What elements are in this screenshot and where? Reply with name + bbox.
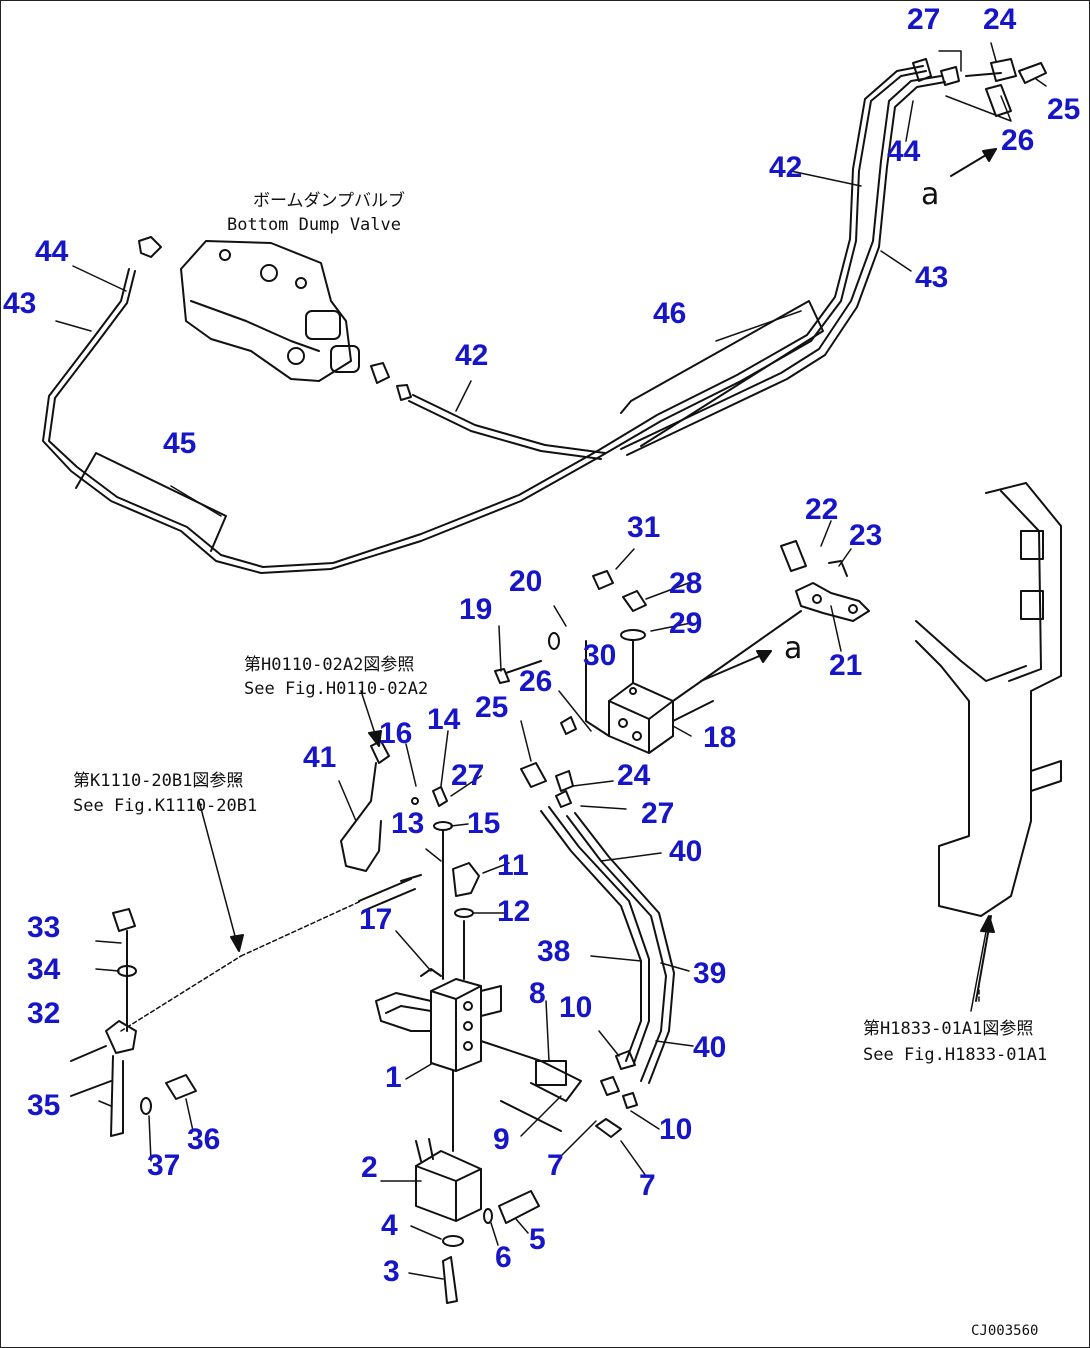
callout-part-9: 9 <box>493 1123 510 1156</box>
callout-part-41: 41 <box>303 741 337 774</box>
callout-part-26: 26 <box>1001 124 1035 157</box>
callout-part-44: 44 <box>887 135 921 168</box>
bracket-21 <box>780 540 870 622</box>
callout-part-26: 26 <box>519 665 553 698</box>
callout-part-36: 36 <box>187 1123 221 1156</box>
valve-label-jp: ボームダンプバルブ <box>253 191 405 211</box>
callout-part-7: 7 <box>639 1169 656 1202</box>
callout-part-10: 10 <box>659 1113 693 1146</box>
view-arrow-mid-head <box>756 650 772 663</box>
callout-part-13: 13 <box>391 807 425 840</box>
view-arrow-top-head <box>982 148 997 162</box>
callout-part-22: 22 <box>805 493 839 526</box>
callout-part-24: 24 <box>617 759 651 792</box>
callout-part-7: 7 <box>547 1149 564 1182</box>
callout-part-12: 12 <box>497 895 531 928</box>
valve-label-en: Bottom Dump Valve <box>227 215 401 235</box>
callout-part-44: 44 <box>35 235 69 268</box>
callout-part-29: 29 <box>669 607 703 640</box>
callout-part-43: 43 <box>915 261 949 294</box>
callout-part-5: 5 <box>529 1223 546 1256</box>
reference-note-2-jp: 第K1110-20B1図参照 <box>73 771 244 791</box>
ref-arrowhead-h1833 <box>980 915 995 933</box>
reference-note-1-en: See Fig.H0110-02A2 <box>244 679 429 699</box>
callout-part-25: 25 <box>1047 93 1081 126</box>
callout-part-43: 43 <box>3 287 37 320</box>
bracket-2 <box>415 1070 540 1304</box>
callout-part-6: 6 <box>495 1241 512 1274</box>
reference-note-3-jp: 第H1833-01A1図参照 <box>863 1019 1034 1039</box>
callout-part-40: 40 <box>669 835 703 868</box>
callout-part-39: 39 <box>693 957 727 990</box>
ref-arrowhead-k1110 <box>230 934 244 952</box>
callout-part-24: 24 <box>983 3 1017 36</box>
view-mark-a-top: a <box>921 177 940 212</box>
callout-part-17: 17 <box>359 903 393 936</box>
callout-part-27: 27 <box>641 797 675 830</box>
callout-part-32: 32 <box>27 997 61 1030</box>
callout-part-10: 10 <box>559 991 593 1024</box>
callout-part-31: 31 <box>627 511 661 544</box>
callout-part-30: 30 <box>583 639 617 672</box>
callout-part-33: 33 <box>27 911 61 944</box>
callout-part-21: 21 <box>829 649 863 682</box>
fittings-7-10 <box>595 1050 638 1138</box>
callout-part-8: 8 <box>529 977 546 1010</box>
callout-part-27: 27 <box>451 759 485 792</box>
reference-lines <box>120 900 980 1032</box>
callout-part-19: 19 <box>459 593 493 626</box>
reference-note-1-jp: 第H0110-02A2図参照 <box>244 655 415 675</box>
fittings-24-25-27 <box>520 762 574 808</box>
upper-hoses <box>42 65 946 574</box>
callout-part-11: 11 <box>497 849 529 882</box>
callout-part-35: 35 <box>27 1089 61 1122</box>
callout-part-42: 42 <box>455 339 489 372</box>
protective-sleeves <box>75 300 824 552</box>
reference-note-2-en: See Fig.K1110-20B1 <box>73 796 258 816</box>
callout-part-25: 25 <box>475 691 509 724</box>
callout-part-27: 27 <box>907 3 941 36</box>
callout-part-3: 3 <box>383 1255 400 1288</box>
block-1 <box>375 830 582 1132</box>
ref-arrowhead-h0110 <box>368 730 382 747</box>
clamp-32 <box>70 908 197 1137</box>
callout-part-15: 15 <box>467 807 501 840</box>
view-mark-a-mid: a <box>784 631 803 666</box>
callout-part-2: 2 <box>361 1151 378 1184</box>
callout-part-18: 18 <box>703 721 737 754</box>
callout-part-46: 46 <box>653 297 687 330</box>
callout-part-14: 14 <box>427 703 461 736</box>
callout-part-37: 37 <box>147 1149 181 1182</box>
callout-part-28: 28 <box>669 567 703 600</box>
callout-part-42: 42 <box>769 151 803 184</box>
top-right-fittings <box>912 58 1047 117</box>
callout-part-45: 45 <box>163 427 197 460</box>
callout-part-38: 38 <box>537 935 571 968</box>
callout-part-4: 4 <box>381 1209 398 1242</box>
leader-lines <box>55 42 1047 1280</box>
callout-part-34: 34 <box>27 953 61 986</box>
reference-note-3-en: See Fig.H1833-01A1 <box>863 1045 1048 1065</box>
callout-part-1: 1 <box>385 1061 402 1094</box>
block-18 <box>494 570 802 754</box>
hoses-38-39-40 <box>540 806 675 1084</box>
callout-part-23: 23 <box>849 519 883 552</box>
bottom-dump-valve <box>138 236 412 401</box>
callout-part-16: 16 <box>379 717 413 750</box>
callout-part-20: 20 <box>509 565 543 598</box>
callout-part-40: 40 <box>693 1031 727 1064</box>
drawing-code: CJ003560 <box>971 1323 1039 1339</box>
ref-leader-k1110 <box>198 800 240 952</box>
